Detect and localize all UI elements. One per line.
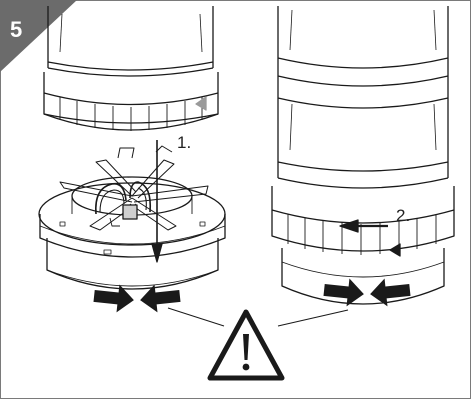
left-upper-module: [43, 6, 219, 131]
left-base-module: [38, 145, 226, 290]
step-badge: [0, 0, 77, 72]
step-label-2: 2.: [396, 206, 410, 225]
leader-line-left: [167, 307, 225, 327]
warning-triangle-icon: [207, 309, 285, 381]
press-together-arrows: [93, 284, 181, 313]
rotate-arrow: [339, 219, 388, 233]
leader-line-right: [277, 309, 349, 327]
step-label-1: 1.: [177, 133, 191, 152]
step-number: 5: [10, 17, 22, 42]
press-together-arrows-right: [323, 278, 411, 307]
right-assembled-module: [271, 6, 455, 305]
push-down-arrow: [151, 140, 163, 263]
